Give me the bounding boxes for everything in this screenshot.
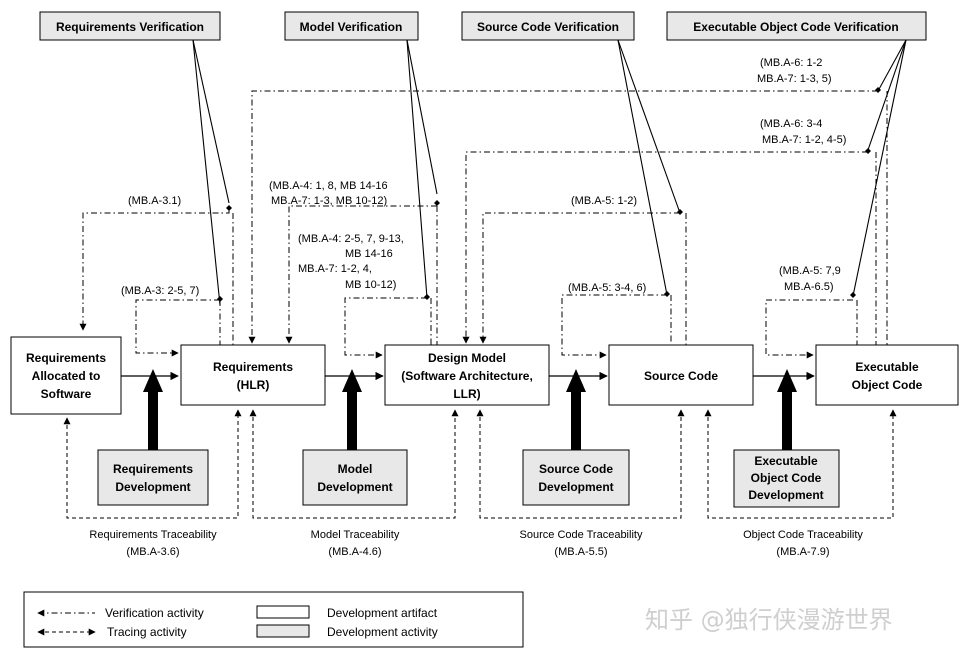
traceability-labels: Requirements Traceability (MB.A-3.6) Mod… [89, 529, 863, 558]
svg-text:Requirements Verification: Requirements Verification [56, 20, 204, 34]
artifact-requirements-allocated: Requirements Allocated to Software [10, 336, 122, 415]
verification-header-requirements: Requirements Verification [39, 11, 221, 41]
watermark: 知乎 @独行侠漫游世界 [645, 606, 893, 634]
svg-text:MB.A-7: 1-2, 4-5): MB.A-7: 1-2, 4-5) [762, 134, 846, 146]
svg-text:(MB.A-3: 2-5, 7): (MB.A-3: 2-5, 7) [121, 285, 199, 297]
activity-source-code-development: Source Code Development [522, 449, 630, 506]
activity-model-development: Model Development [302, 449, 408, 506]
activity-eoc-development: Executable Object Code Development [733, 449, 840, 508]
svg-text:Development: Development [748, 488, 823, 502]
svg-text:Object Code: Object Code [751, 471, 822, 485]
artifact-source-code: Source Code [608, 344, 754, 406]
artifact-eoc: Executable Object Code [815, 344, 959, 406]
svg-text:(MB.A-4.6): (MB.A-4.6) [328, 546, 381, 558]
verification-header-eoc: Executable Object Code Verification [666, 11, 927, 41]
svg-text:(MB.A-6: 1-2: (MB.A-6: 1-2 [760, 57, 822, 69]
svg-text:Verification activity: Verification activity [105, 606, 204, 620]
svg-text:Development: Development [115, 480, 190, 494]
svg-text:MB.A-7: 1-2, 4,: MB.A-7: 1-2, 4, [298, 263, 372, 275]
development-arrows [143, 369, 797, 450]
svg-text:Executable: Executable [754, 454, 818, 468]
svg-text:(MB.A-6: 3-4: (MB.A-6: 3-4 [760, 118, 822, 130]
svg-text:Source Code Verification: Source Code Verification [477, 20, 619, 34]
svg-text:Requirements Traceability: Requirements Traceability [89, 529, 217, 541]
artifact-hlr: Requirements (HLR) [180, 344, 326, 406]
svg-text:(MB.A-5: 7,9: (MB.A-5: 7,9 [779, 265, 841, 277]
verification-header-model: Model Verification [284, 11, 419, 41]
svg-text:(MB.A-4: 2-5, 7, 9-13,: (MB.A-4: 2-5, 7, 9-13, [298, 233, 404, 245]
tracing-dashed-lines [63, 409, 897, 519]
svg-text:Requirements: Requirements [113, 462, 193, 476]
svg-text:(MB.A-5: 3-4, 6): (MB.A-5: 3-4, 6) [568, 282, 646, 294]
svg-text:(HLR): (HLR) [237, 378, 270, 392]
artifact-design-model: Design Model (Software Architecture, LLR… [384, 344, 550, 406]
svg-text:Model Verification: Model Verification [300, 20, 403, 34]
svg-text:MB.A-6.5): MB.A-6.5) [784, 281, 834, 293]
svg-text:(Software Architecture,: (Software Architecture, [401, 369, 533, 383]
svg-text:Design Model: Design Model [428, 351, 506, 365]
svg-text:Executable: Executable [855, 360, 919, 374]
svg-text:Tracing activity: Tracing activity [107, 625, 187, 639]
verification-header-source-code: Source Code Verification [461, 11, 635, 41]
svg-text:Object Code: Object Code [852, 378, 923, 392]
verification-labels: (MB.A-3.1) (MB.A-3: 2-5, 7) (MB.A-4: 1, … [121, 57, 846, 297]
verification-rays [192, 39, 907, 306]
svg-text:Object Code Traceability: Object Code Traceability [743, 529, 863, 541]
svg-text:Source Code: Source Code [644, 369, 718, 383]
svg-text:(MB.A-4: 1, 8, MB 14-16: (MB.A-4: 1, 8, MB 14-16 [269, 180, 388, 192]
svg-text:Requirements: Requirements [26, 351, 106, 365]
svg-text:MB 10-12): MB 10-12) [345, 279, 396, 291]
svg-text:Executable Object Code Verific: Executable Object Code Verification [693, 20, 898, 34]
svg-text:(MB.A-5: 1-2): (MB.A-5: 1-2) [571, 195, 637, 207]
svg-text:(MB.A-3.6): (MB.A-3.6) [126, 546, 179, 558]
svg-text:MB 14-16: MB 14-16 [345, 248, 393, 260]
svg-text:Development activity: Development activity [327, 625, 438, 639]
svg-text:Model Traceability: Model Traceability [311, 529, 400, 541]
svg-text:(MB.A-5.5): (MB.A-5.5) [554, 546, 607, 558]
svg-text:(MB.A-3.1): (MB.A-3.1) [128, 195, 181, 207]
svg-text:Development: Development [538, 480, 613, 494]
svg-text:Allocated to: Allocated to [32, 369, 101, 383]
svg-text:LLR): LLR) [453, 387, 480, 401]
svg-text:(MB.A-7.9): (MB.A-7.9) [776, 546, 829, 558]
svg-text:Source Code Traceability: Source Code Traceability [520, 529, 643, 541]
ray-diamonds [217, 87, 881, 302]
svg-text:Requirements: Requirements [213, 360, 293, 374]
legend: Verification activity Tracing activity D… [23, 591, 524, 648]
svg-text:MB.A-7: 1-3, 5): MB.A-7: 1-3, 5) [757, 73, 832, 85]
svg-text:MB.A-7: 1-3, MB 10-12): MB.A-7: 1-3, MB 10-12) [271, 195, 387, 207]
svg-text:Source Code: Source Code [539, 462, 613, 476]
verification-dashdot-lines [79, 90, 888, 359]
svg-text:Development: Development [317, 480, 392, 494]
svg-text:Development artifact: Development artifact [327, 606, 438, 620]
svg-text:Software: Software [41, 387, 92, 401]
activity-requirements-development: Requirements Development [97, 449, 209, 506]
svg-text:Model: Model [338, 462, 373, 476]
